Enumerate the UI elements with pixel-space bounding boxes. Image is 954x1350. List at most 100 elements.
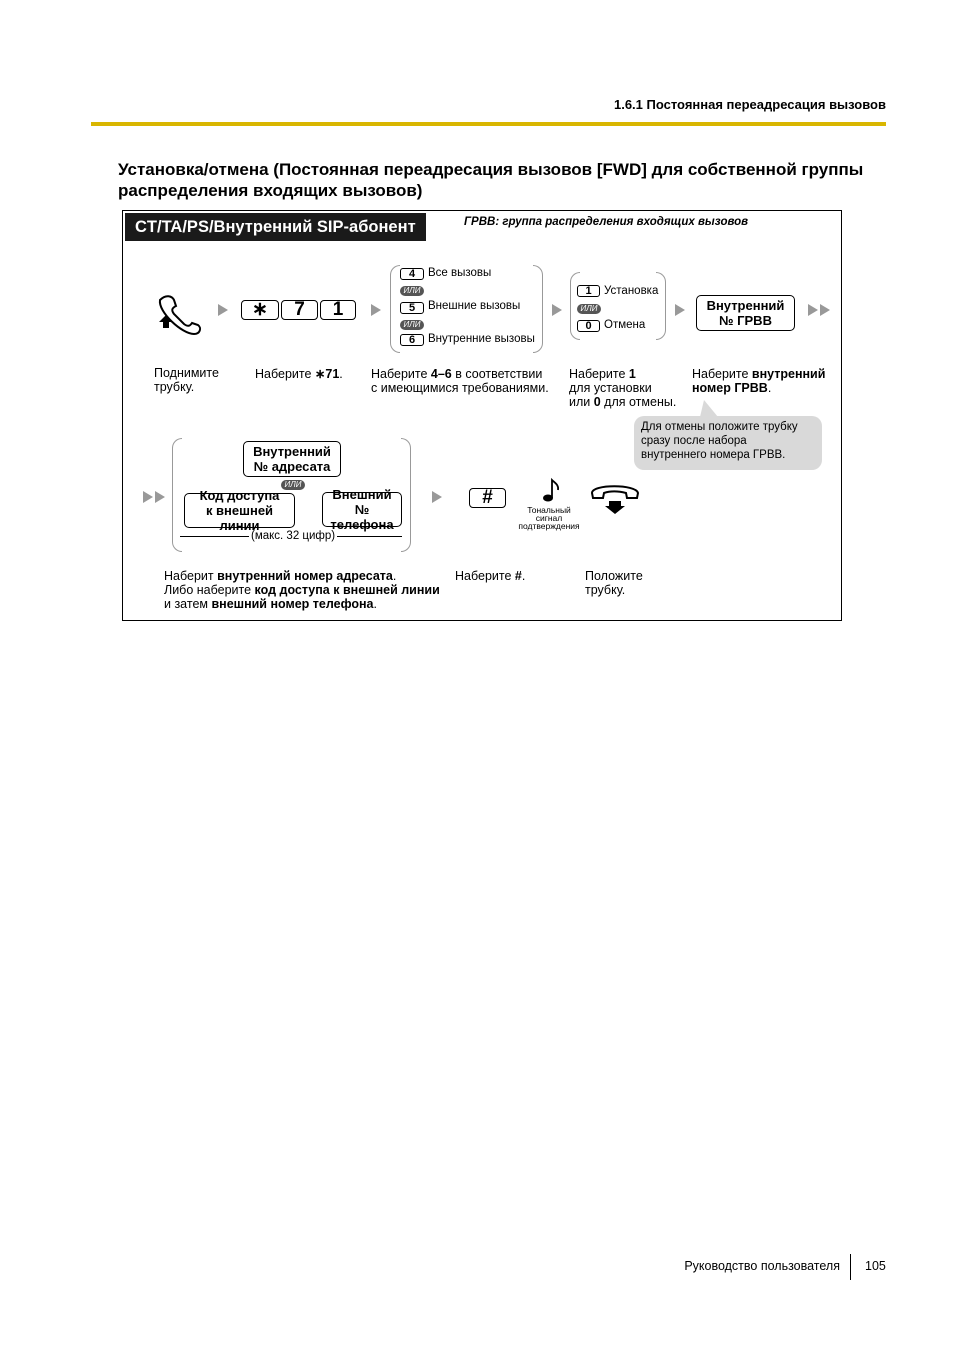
step-arrow [371,304,381,316]
caption-line: Положите [585,569,643,583]
box-line: № телефона [330,502,394,532]
caption-text: . [339,367,343,381]
box-line: Внутренний [706,298,785,313]
caption-dial46: Наберите 4–6 в соответствии с имеющимися… [371,367,549,395]
bracket-right [656,272,666,340]
tone-line: Тональный [527,505,571,515]
user-type-badge: CT/TA/PS/Внутренний SIP-абонент [125,213,426,241]
page-number: 105 [865,1259,886,1273]
or-badge: ИЛИ [400,286,424,296]
header-rule [91,122,886,126]
caption-hangup: Положите трубку. [585,569,643,597]
option-outside-calls: Внешние вызовы [428,300,521,312]
or-badge: ИЛИ [400,320,424,330]
footer-manual-title: Руководство пользователя [684,1259,840,1273]
bracket-left [172,438,182,552]
key-6: 6 [400,334,424,346]
step-arrow [218,304,228,316]
step-arrow [143,491,153,503]
on-hook-icon [590,485,640,514]
caption-bold: 0 [593,395,601,409]
caption-text: . [521,569,526,583]
box-line: № адресата [253,459,331,474]
caption-text: Либо наберите [164,583,255,597]
section-title: Установка/отмена (Постоянная переадресац… [118,160,864,200]
tone-line: подтверждения [518,521,580,531]
caption-text: . [392,569,397,583]
section-header: 1.6.1 Постоянная переадресация вызовов [613,97,886,112]
legend-note: ГРВВ: группа распределения входящих вызо… [464,216,749,228]
bracket-left [390,265,400,353]
caption-text: Наберит [164,569,218,583]
music-note-icon [543,477,560,502]
step-arrow [155,491,165,503]
key-7: 7 [281,300,318,320]
caption-bold: номер ГРВВ [692,381,768,395]
caption-dial71: Наберите ∗71. [255,367,343,381]
caption-text: Наберите [455,569,515,583]
caption-line: Поднимите [154,366,219,380]
caption-line: с имеющимися требованиями. [371,381,549,395]
caption-lift: Поднимите трубку. [154,366,219,394]
step-arrow [675,304,685,316]
caption-line: трубку. [154,380,195,394]
box-line: Код доступа [199,488,280,503]
caption-bold: ∗71 [314,367,340,381]
or-badge: ИЛИ [577,304,601,314]
key-star: ∗ [241,300,279,320]
dest-ext-number-box: Внутренний № адресата [243,441,341,477]
caption-hash: Наберите #. [455,569,525,583]
outside-phone-number-box: Внешний № телефона [322,487,402,532]
caption-text: Наберите [692,367,752,381]
key-1-set: 1 [577,285,600,297]
box-line: Внешний [332,487,392,502]
step-arrow [808,304,818,316]
step-arrow [820,304,830,316]
option-set: Установка [604,285,659,297]
option-all-calls: Все вызовы [428,267,492,279]
tone-line: сигнал [535,513,563,523]
caption-text: в соответствии [451,367,543,381]
caption-bold: 1 [628,367,636,381]
bubble-tail [700,400,718,417]
caption-text: . [373,597,377,611]
outside-line-access-box: Код доступа к внешней линии [184,488,295,533]
caption-destination: Наберит внутренний номер адресата. Либо … [164,569,440,611]
step-arrow [432,491,442,503]
option-intercom-calls: Внутренние вызовы [428,333,535,345]
caption-bold: внешний номер телефона [211,597,374,611]
caption-line: для установки [569,381,652,395]
option-cancel: Отмена [604,319,646,331]
caption-grvv: Наберите внутренний номер ГРВВ. [692,367,825,395]
caption-text: или [569,395,594,409]
key-4: 4 [400,268,424,280]
key-1: 1 [320,300,356,320]
off-hook-icon [158,295,202,336]
caption-text: Наберите [569,367,629,381]
bracket-right [401,438,411,552]
caption-line: трубку. [585,583,626,597]
key-5: 5 [400,302,424,314]
caption-text: Наберите [371,367,431,381]
caption-text: для отмены. [600,395,677,409]
key-0-cancel: 0 [577,320,600,332]
key-hash: # [469,488,506,508]
caption-bold: внутренний [751,367,826,381]
footer-separator [850,1254,851,1280]
box-line: № ГРВВ [719,313,772,328]
caption-bold: # [514,569,522,583]
or-badge: ИЛИ [281,480,305,490]
caption-text: . [767,381,772,395]
step-arrow [552,304,562,316]
caption-bold: внутренний номер адресата [217,569,393,583]
cancel-note-bubble: Для отмены положите трубку сразу после н… [634,416,822,470]
tone-caption: Тональный сигнал подтверждения [509,505,589,531]
caption-mode: Наберите 1 для установки или 0 для отмен… [569,367,676,409]
caption-bold: код доступа к внешней линии [254,583,440,597]
procedure-frame [122,210,842,621]
box-line: Внутренний [253,444,331,459]
caption-text: Наберите [255,367,315,381]
caption-bold: 4–6 [430,367,452,381]
box-line: к внешней линии [205,503,274,533]
caption-text: и затем [164,597,212,611]
